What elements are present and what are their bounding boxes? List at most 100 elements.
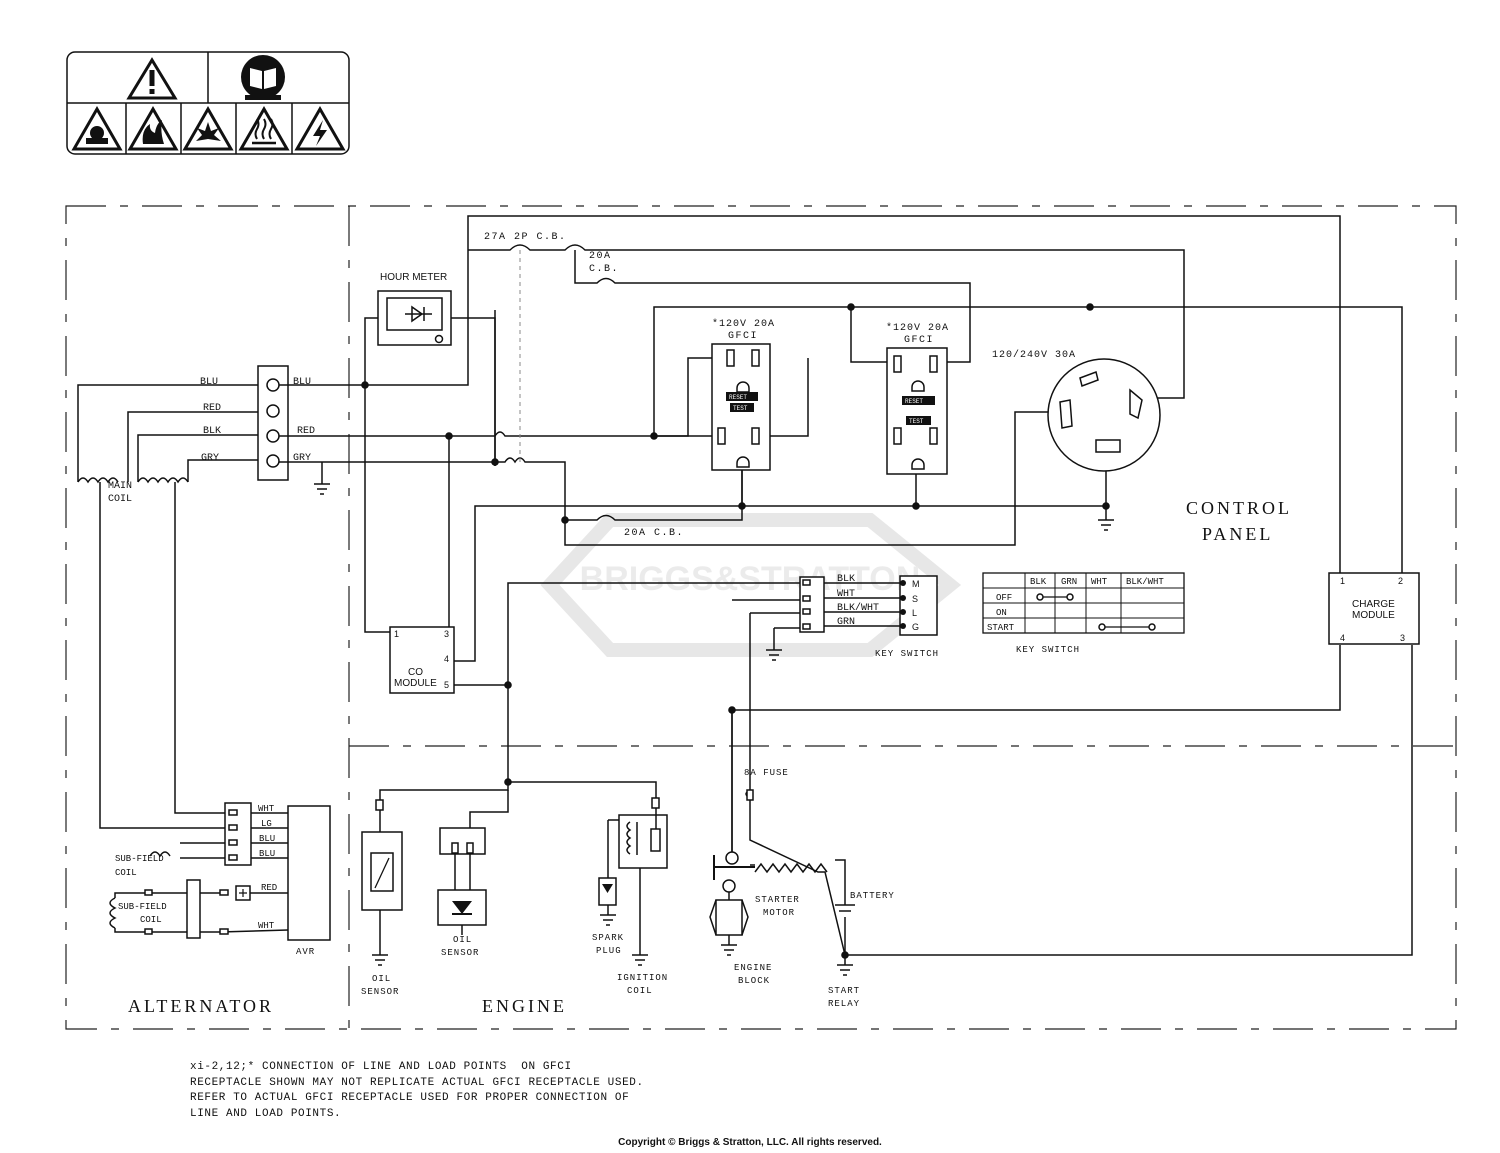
- wire-label-red-right: RED: [297, 426, 315, 437]
- oil-sensor-left-label: OIL: [372, 974, 391, 984]
- charge-pin-1: 1: [1340, 576, 1345, 586]
- avr-wire-blu-2: BLU: [259, 849, 275, 859]
- junction-dots: [361, 303, 1110, 959]
- control-panel-label-2: PANEL: [1202, 524, 1273, 544]
- co-module-label: CO: [408, 667, 423, 678]
- gfci-left-reset: RESET: [729, 394, 747, 401]
- breaker-27a-label: 27A 2P C.B.: [484, 232, 567, 243]
- twist-lock-receptacle: [1047, 358, 1161, 472]
- wires: [77, 215, 1413, 976]
- spark-plug-label-2: PLUG: [596, 946, 622, 956]
- wire-label-red-left: RED: [203, 403, 221, 414]
- starter-motor-label: STARTER: [755, 895, 800, 905]
- table-header-wht: WHT: [1091, 577, 1108, 587]
- engine-components: [361, 789, 828, 956]
- avr-wire-blu-1: BLU: [259, 834, 275, 844]
- avr-assembly: [109, 802, 331, 941]
- co-pin-5: 5: [444, 680, 449, 690]
- oil-sensor-right-label: OIL: [453, 935, 472, 945]
- wire-label-gry-right: GRY: [293, 453, 311, 464]
- breaker-20a-top-label-2: C.B.: [589, 264, 619, 275]
- key-terminal-l: L: [912, 608, 917, 618]
- alternator-section-label: ALTERNATOR: [128, 996, 274, 1016]
- charge-pin-2: 2: [1398, 576, 1403, 586]
- co-module: [389, 626, 455, 694]
- key-wire-grn: GRN: [837, 617, 855, 628]
- wire-label-blu-right: BLU: [293, 377, 311, 388]
- key-switch: [799, 575, 938, 636]
- breaker-20a-bottom-label: 20A C.B.: [624, 528, 684, 539]
- key-terminal-g: G: [912, 622, 919, 632]
- gfci-left-label: GFCI: [728, 331, 758, 342]
- oil-sensor-left-label-2: SENSOR: [361, 987, 399, 997]
- key-terminal-s: S: [912, 594, 918, 604]
- sub-field-lower-label: SUB-FIELD: [118, 902, 167, 912]
- sub-field-upper-label-2: COIL: [115, 868, 137, 878]
- safety-icon-panel: [66, 51, 350, 155]
- table-row-on: ON: [996, 608, 1007, 618]
- charge-module-label-2: MODULE: [1352, 610, 1395, 621]
- control-panel-label: CONTROL: [1186, 498, 1292, 518]
- table-header-grn: GRN: [1061, 577, 1077, 587]
- co-pin-4: 4: [444, 654, 449, 664]
- sub-field-upper-label: SUB-FIELD: [115, 854, 164, 864]
- wire-label-blk: BLK: [203, 426, 221, 437]
- key-switch-table: [982, 572, 1185, 634]
- charge-module-label: CHARGE: [1352, 599, 1395, 610]
- warning-icon: [126, 57, 178, 100]
- twist-lock-label: 120/240V 30A: [992, 349, 1076, 361]
- sub-field-lower-label-2: COIL: [140, 915, 162, 925]
- copyright: Copyright © Briggs & Stratton, LLC. All …: [618, 1137, 882, 1148]
- avr-wire-wht-2: WHT: [258, 921, 275, 931]
- spark-plug-label: SPARK: [592, 933, 624, 943]
- key-switch-table-label: KEY SWITCH: [1016, 645, 1080, 655]
- battery-label: BATTERY: [850, 891, 895, 901]
- table-header-blkwht: BLK/WHT: [1126, 577, 1164, 587]
- hour-meter-label: HOUR METER: [380, 272, 447, 283]
- gfci-right-rating: *120V 20A: [886, 322, 949, 334]
- co-pin-3: 3: [444, 629, 449, 639]
- start-relay-label: START: [828, 986, 860, 996]
- avr-wire-lg: LG: [261, 819, 272, 829]
- table-header-blk: BLK: [1030, 577, 1047, 587]
- table-row-start: START: [987, 623, 1015, 633]
- ignition-coil-label-2: COIL: [627, 986, 653, 996]
- wire-label-blu-left: BLU: [200, 377, 218, 388]
- gfci-left-rating: *120V 20A: [712, 318, 775, 330]
- co-pin-1: 1: [394, 629, 399, 639]
- read-manual-icon: [241, 55, 285, 100]
- starter-motor-label-2: MOTOR: [763, 908, 795, 918]
- hot-surface-icon: [238, 105, 290, 151]
- key-wire-blkwht: BLK/WHT: [837, 602, 879, 614]
- key-terminal-m: M: [912, 579, 920, 589]
- wire-label-gry-left: GRY: [201, 453, 219, 464]
- table-row-off: OFF: [996, 593, 1012, 603]
- toxic-fumes-icon: [71, 105, 123, 151]
- explosion-icon: [182, 105, 234, 151]
- key-wire-blk: BLK: [837, 574, 855, 585]
- section-borders: [65, 205, 1460, 1030]
- gfci-right-reset: RESET: [905, 398, 923, 405]
- charge-module: [1328, 572, 1420, 645]
- avr-label: AVR: [296, 947, 315, 957]
- key-switch-label: KEY SWITCH: [875, 649, 939, 659]
- watermark: BRIGGS&STRATTON: [540, 513, 962, 657]
- charge-pin-3: 3: [1400, 633, 1405, 643]
- co-module-label-2: MODULE: [394, 678, 437, 689]
- engine-section-label: ENGINE: [482, 996, 567, 1016]
- watermark-text: BRIGGS&STRATTON: [580, 560, 921, 598]
- gfci-left-test: TEST: [733, 405, 748, 412]
- engine-block-label: ENGINE: [734, 963, 772, 973]
- breaker-20a-top-label: 20A: [589, 251, 612, 262]
- avr-wire-red: RED: [261, 883, 277, 893]
- avr-wire-wht-1: WHT: [258, 804, 275, 814]
- oil-sensor-right-label-2: SENSOR: [441, 948, 479, 958]
- charge-pin-4: 4: [1340, 633, 1345, 643]
- gfci-right-test: TEST: [909, 418, 924, 425]
- main-coil-label: MAIN: [108, 481, 132, 492]
- fuse-label: 8A FUSE: [744, 768, 789, 778]
- gfci-right-label: GFCI: [904, 335, 934, 346]
- gfci-right: [886, 347, 948, 475]
- start-relay-label-2: RELAY: [828, 999, 860, 1009]
